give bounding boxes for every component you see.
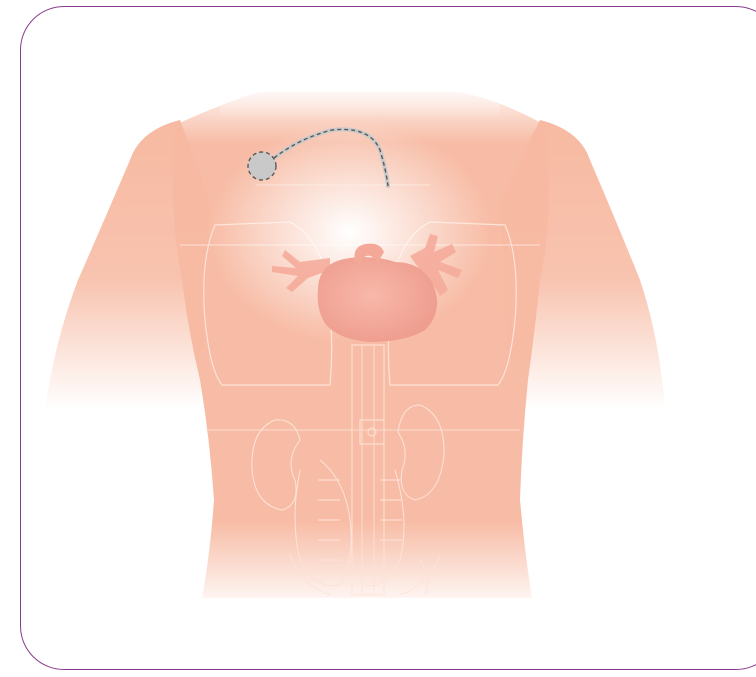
heart-icon xyxy=(318,257,437,342)
implanted-device-icon xyxy=(248,152,276,180)
neck-fade xyxy=(220,60,500,120)
